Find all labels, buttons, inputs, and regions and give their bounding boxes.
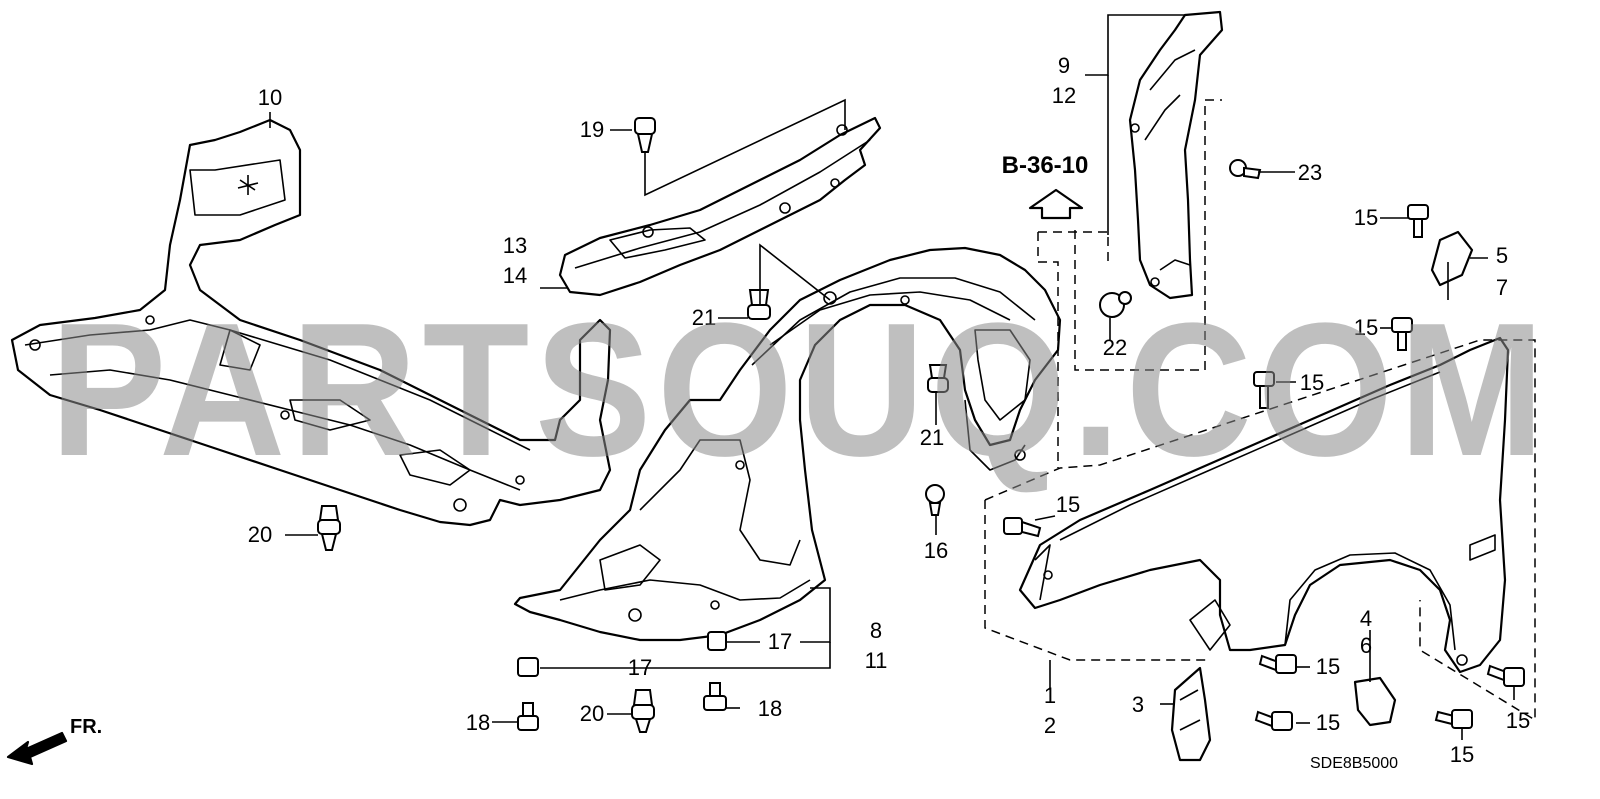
- callout-7[interactable]: 7: [1496, 275, 1508, 300]
- callout-10[interactable]: 10: [258, 85, 282, 110]
- clip-23[interactable]: [1229, 159, 1262, 180]
- fender-bracket-part[interactable]: [1128, 10, 1224, 300]
- bolt-15-h[interactable]: [1486, 664, 1525, 687]
- bolt-18-right[interactable]: [703, 682, 727, 711]
- clip-20-left[interactable]: [317, 505, 341, 551]
- callout-22[interactable]: 22: [1103, 335, 1127, 360]
- front-direction-label: FR.: [70, 716, 102, 738]
- callout-20-a[interactable]: 20: [248, 522, 272, 547]
- leader-lines: [269, 14, 1515, 740]
- bolt-15-g[interactable]: [1434, 709, 1473, 729]
- callout-21-b[interactable]: 21: [920, 425, 944, 450]
- callout-17-b[interactable]: 17: [628, 655, 652, 680]
- grommet-22[interactable]: [1099, 291, 1132, 318]
- diagram-code: SDE8B5000: [1310, 755, 1398, 772]
- callout-labels: 1 2 3 4 5 6 7 8 9 10 11 12 13 14 15 15 1…: [248, 53, 1530, 767]
- bracket-5-7-part[interactable]: [1430, 230, 1474, 287]
- callout-5[interactable]: 5: [1496, 243, 1508, 268]
- callout-16[interactable]: 16: [924, 538, 948, 563]
- callout-23[interactable]: 23: [1298, 160, 1322, 185]
- callout-15-c[interactable]: 15: [1300, 370, 1324, 395]
- callout-11[interactable]: 11: [865, 648, 888, 673]
- nut-17-upper[interactable]: [707, 631, 727, 651]
- bracket-3-part[interactable]: [1170, 666, 1212, 762]
- callout-9[interactable]: 9: [1058, 53, 1070, 78]
- bolt-15-f[interactable]: [1254, 710, 1293, 731]
- callout-1[interactable]: 1: [1044, 683, 1056, 708]
- callout-20-b[interactable]: 20: [580, 701, 604, 726]
- callout-15-g[interactable]: 15: [1450, 742, 1474, 767]
- under-cover-part[interactable]: [10, 118, 612, 527]
- callout-17-a[interactable]: 17: [768, 629, 792, 654]
- bolt-15-b[interactable]: [1391, 317, 1413, 351]
- group-outlines: [984, 99, 1536, 722]
- callout-15-f[interactable]: 15: [1316, 710, 1340, 735]
- callout-15-b[interactable]: 15: [1354, 315, 1378, 340]
- callout-19[interactable]: 19: [580, 117, 604, 142]
- bolt-18-left[interactable]: [517, 702, 539, 731]
- callout-15-a[interactable]: 15: [1354, 205, 1378, 230]
- clip-21-upper[interactable]: [747, 289, 771, 320]
- bolt-15-a[interactable]: [1407, 204, 1429, 238]
- callout-15-h[interactable]: 15: [1506, 708, 1530, 733]
- clip-16[interactable]: [925, 484, 945, 516]
- clip-21-lower[interactable]: [927, 364, 949, 393]
- callout-3[interactable]: 3: [1132, 692, 1144, 717]
- callout-15-d[interactable]: 15: [1056, 492, 1080, 517]
- callout-2[interactable]: 2: [1044, 713, 1056, 738]
- reference-arrow-icon: [1028, 188, 1084, 220]
- callout-4[interactable]: 4: [1360, 606, 1372, 631]
- nut-17-lower[interactable]: [517, 657, 539, 677]
- callout-15-e[interactable]: 15: [1316, 654, 1340, 679]
- bracket-4-6-part[interactable]: [1353, 676, 1397, 727]
- callout-13[interactable]: 13: [503, 233, 527, 258]
- callout-18-b[interactable]: 18: [758, 696, 782, 721]
- callout-6[interactable]: 6: [1360, 633, 1372, 658]
- callout-8[interactable]: 8: [870, 618, 882, 643]
- front-direction-arrow-icon: [6, 731, 68, 766]
- callout-12[interactable]: 12: [1052, 83, 1076, 108]
- bolt-15-e[interactable]: [1258, 654, 1297, 674]
- bolt-15-c[interactable]: [1253, 371, 1275, 409]
- watermark: PARTSOUQ.COM: [50, 284, 1550, 496]
- splash-shield-part[interactable]: [558, 116, 882, 297]
- callout-18-a[interactable]: 18: [466, 710, 490, 735]
- clip-20-bottom[interactable]: [631, 689, 655, 733]
- callout-21-a[interactable]: 21: [692, 305, 716, 330]
- front-fender-part[interactable]: [1018, 336, 1510, 674]
- bolt-15-d[interactable]: [1003, 517, 1042, 538]
- inner-fender-part[interactable]: [513, 246, 1062, 642]
- clip-19[interactable]: [634, 117, 656, 153]
- callout-14[interactable]: 14: [503, 263, 527, 288]
- reference-label[interactable]: B-36-10: [1002, 152, 1089, 179]
